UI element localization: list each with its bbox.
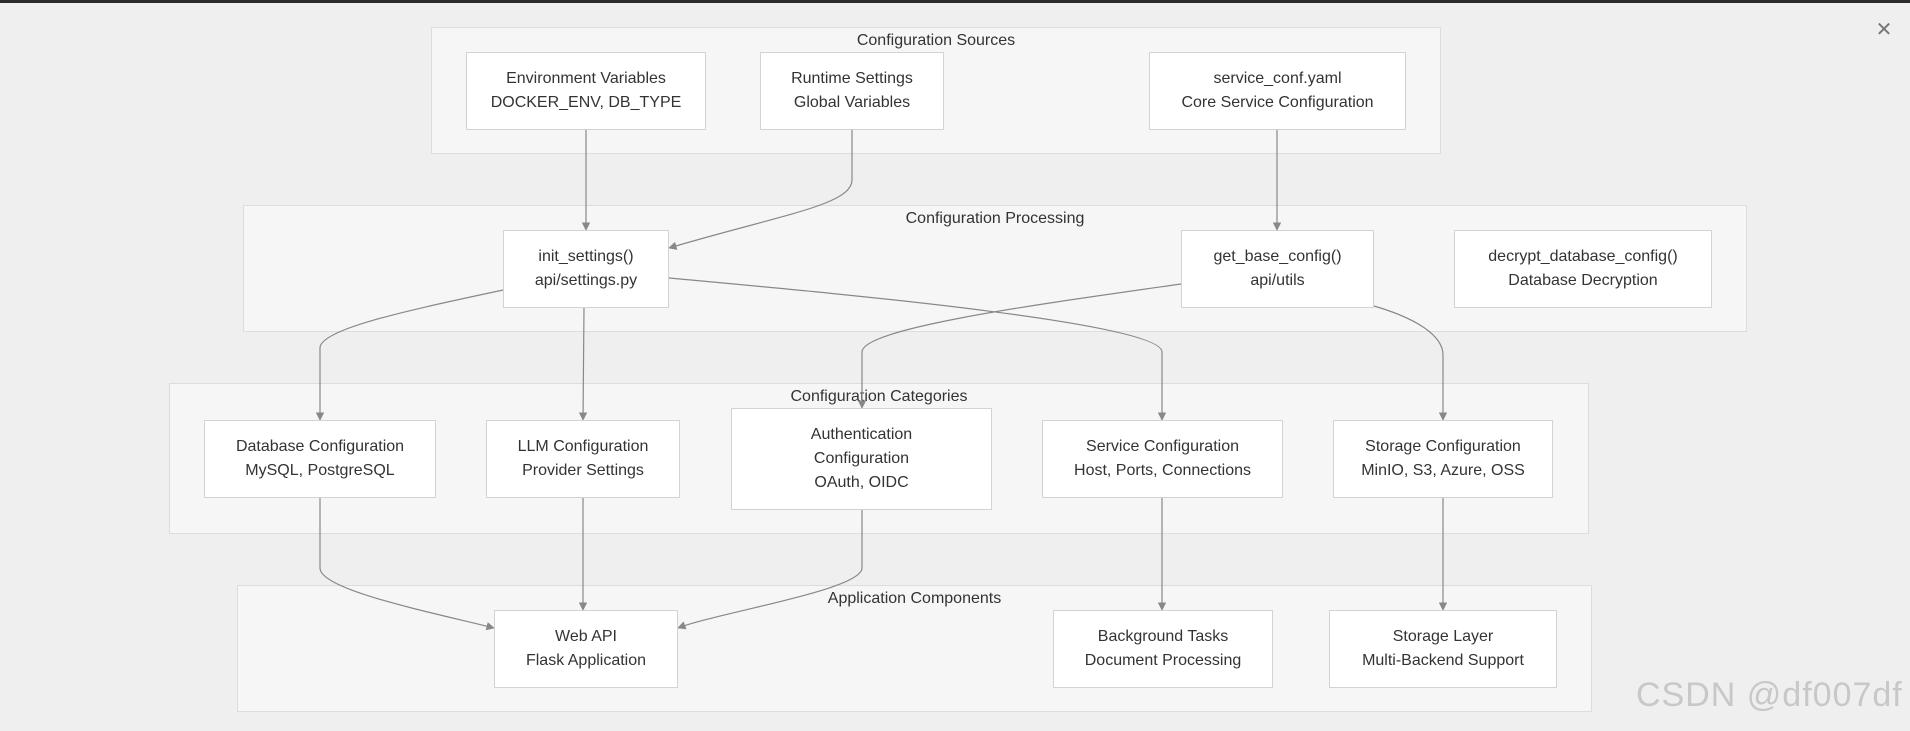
node-init-settings[interactable]: init_settings() api/settings.py	[503, 230, 669, 308]
edge-get_base_config-to-storage_config	[1373, 305, 1448, 421]
node-label-line: Database Configuration	[235, 438, 405, 455]
node-label-line: Environment Variables	[506, 70, 666, 87]
edge-init_settings-to-service_config	[668, 277, 1167, 421]
cluster-title: Configuration Sources	[856, 32, 1016, 49]
cluster-title: Configuration Categories	[790, 388, 968, 405]
node-label-line: DOCKER_ENV, DB_TYPE	[490, 94, 682, 111]
edge-init_settings-to-db_config	[315, 289, 504, 421]
cluster-title: Configuration Processing	[905, 210, 1085, 227]
cluster-title: Application Components	[827, 590, 1002, 607]
node-label-line: Core Service Configuration	[1181, 94, 1374, 111]
node-label-line: Service Configuration	[1086, 438, 1239, 455]
node-decrypt-database-config[interactable]: decrypt_database_config() Database Decryp…	[1454, 230, 1712, 308]
node-label-line: Host, Ports, Connections	[1074, 462, 1251, 479]
watermark: CSDN @df007df	[1636, 676, 1903, 714]
node-get-base-config[interactable]: get_base_config() api/utils	[1181, 230, 1374, 308]
node-label-line: Background Tasks	[1097, 628, 1229, 645]
cluster-application-components: Application Components	[237, 585, 1592, 712]
node-label-line: Storage Layer	[1392, 628, 1494, 645]
node-label-line: service_conf.yaml	[1213, 70, 1342, 87]
node-label-line: OAuth, OIDC	[814, 474, 909, 491]
node-label-line: Authentication	[810, 426, 913, 443]
node-label-line: MinIO, S3, Azure, OSS	[1361, 462, 1525, 479]
node-label-line: Document Processing	[1084, 652, 1242, 669]
edge-runtime-to-init_settings	[668, 130, 853, 250]
node-label-line: Provider Settings	[522, 462, 644, 479]
node-label-line: MySQL, PostgreSQL	[245, 462, 395, 479]
edge-db_config-to-web_api	[319, 498, 495, 631]
node-label-line: Web API	[555, 628, 617, 645]
edge-get_base_config-to-auth_config	[857, 283, 1182, 409]
node-label-line: Database Decryption	[1508, 272, 1658, 289]
node-label-line: Storage Configuration	[1365, 438, 1521, 455]
node-label-line: LLM Configuration	[517, 438, 649, 455]
node-label-line: init_settings()	[538, 248, 634, 265]
node-label-line: Global Variables	[793, 94, 911, 111]
close-icon[interactable]: ✕	[1875, 19, 1893, 41]
node-label-line: get_base_config()	[1213, 248, 1342, 265]
edge-init_settings-to-llm_config	[578, 307, 588, 421]
node-label-line: Runtime Settings	[791, 70, 913, 87]
node-label-line: Multi-Backend Support	[1362, 652, 1524, 669]
node-label-line: api/utils	[1250, 272, 1305, 289]
node-label-line: Configuration	[813, 450, 910, 467]
edge-auth_config-to-web_api	[677, 510, 863, 630]
cluster-configuration-processing: Configuration Processing	[243, 205, 1747, 332]
node-label-line: decrypt_database_config()	[1488, 248, 1678, 265]
top-border	[0, 0, 1910, 3]
node-label-line: Flask Application	[525, 652, 647, 669]
node-web-api[interactable]: Web API Flask Application	[494, 610, 678, 688]
node-label-line: api/settings.py	[534, 272, 638, 289]
